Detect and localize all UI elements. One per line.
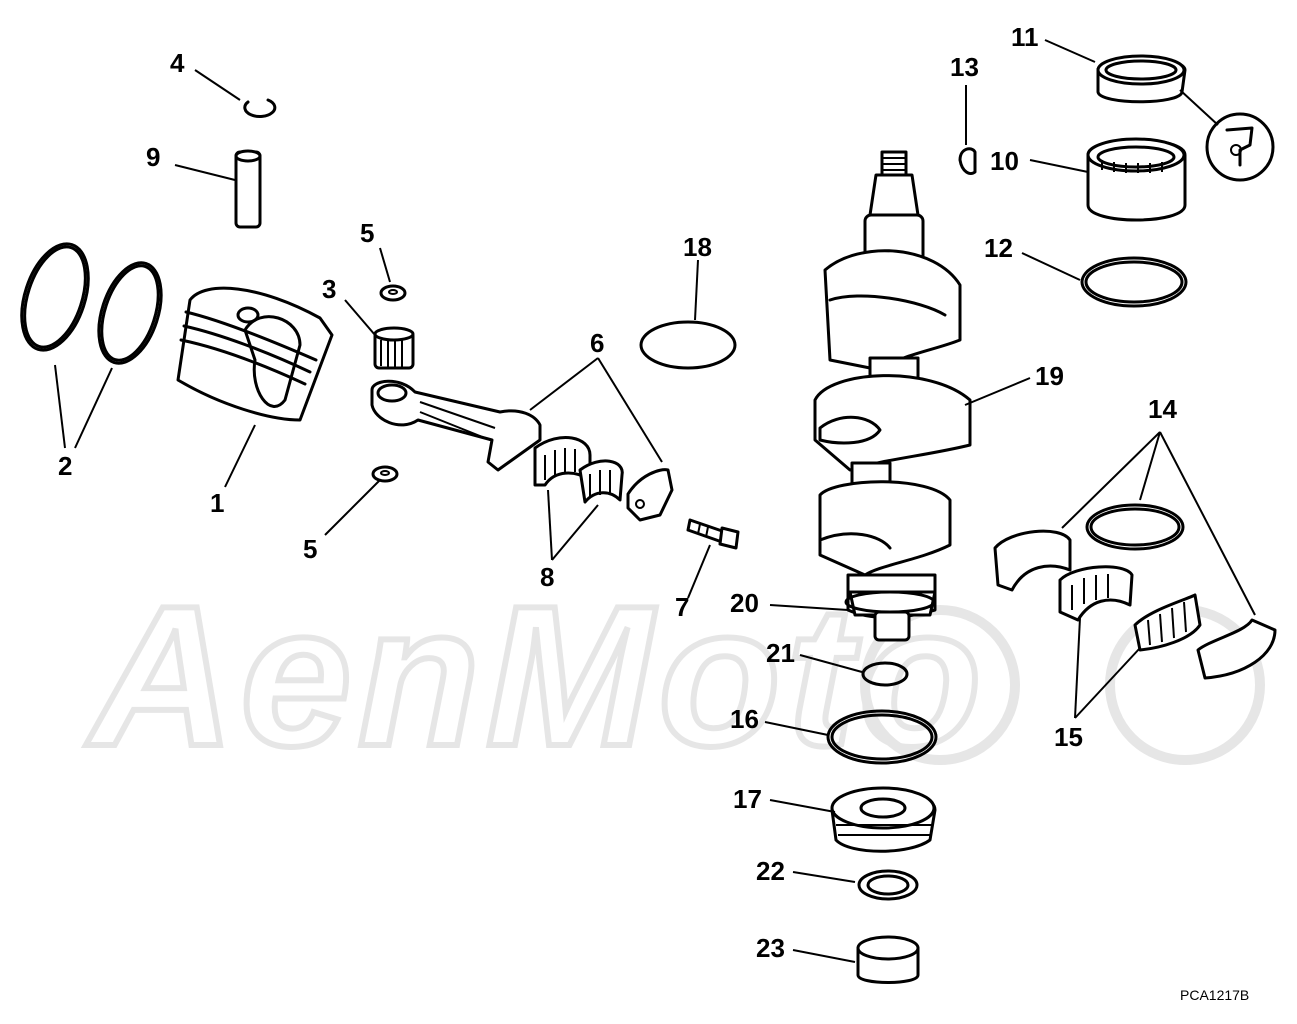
callout-2: 2	[58, 451, 72, 481]
part-6-rod-cap	[626, 468, 674, 522]
part-14-ring	[1085, 503, 1185, 551]
part-11-ring	[1096, 54, 1187, 104]
part-22-seal	[857, 869, 919, 901]
callout-22: 22	[756, 856, 785, 886]
callout-21: 21	[766, 638, 795, 668]
part-17-bearing-housing	[830, 786, 937, 853]
part-15-needle-bearing-left	[1058, 565, 1134, 622]
part-2-piston-rings	[20, 242, 163, 365]
callout-1: 1	[210, 488, 224, 518]
callout-16: 16	[730, 704, 759, 734]
callout-19: 19	[1035, 361, 1064, 391]
callout-7: 7	[675, 592, 689, 622]
part-9-piston-pin	[234, 149, 262, 229]
callout-5-lower: 5	[303, 534, 317, 564]
part-4-circlip	[243, 98, 277, 119]
part-8-rod-bearing-right	[578, 459, 624, 504]
leader-lines	[54, 39, 1256, 963]
part-20-seal-ring	[844, 590, 936, 614]
drawing-code: PCA1217B	[1180, 987, 1249, 1003]
callout-10: 10	[990, 146, 1019, 176]
callout-14: 14	[1148, 394, 1177, 424]
part-1-piston	[176, 286, 334, 422]
part-3-needle-bearing	[373, 326, 415, 370]
callout-4: 4	[170, 48, 185, 78]
callout-3: 3	[322, 274, 336, 304]
part-5-washer-upper	[379, 284, 407, 302]
callout-20: 20	[730, 588, 759, 618]
part-23-sleeve	[856, 935, 920, 984]
callout-12: 12	[984, 233, 1013, 263]
callouts: 4 9 5 3 6 18 2 1 5 8 7 11 13 10 12 19 14…	[58, 22, 1177, 963]
part-6-connecting-rod	[370, 379, 542, 472]
part-21-small-ring	[861, 661, 909, 687]
watermark-text: AenMoto	[85, 565, 987, 788]
part-10-main-bearing	[1086, 137, 1187, 222]
part-16-o-ring	[826, 709, 938, 765]
part-15-needle-bearing-right	[1133, 593, 1202, 652]
callout-23: 23	[756, 933, 785, 963]
callout-18: 18	[683, 232, 712, 262]
callout-11: 11	[1011, 22, 1039, 52]
part-7-bolt	[686, 518, 740, 550]
part-14-bearing-half-right	[1196, 618, 1277, 680]
callout-13: 13	[950, 52, 979, 82]
callout-5-upper: 5	[360, 218, 374, 248]
watermark: AenMoto	[82, 562, 1265, 791]
callout-17: 17	[733, 784, 762, 814]
callout-8: 8	[540, 562, 554, 592]
part-12-ring	[1080, 256, 1188, 308]
part-14-bearing-half-left	[993, 529, 1072, 592]
callout-6: 6	[590, 328, 604, 358]
part-19-crankshaft	[813, 150, 972, 642]
part-5-washer-lower	[371, 465, 399, 483]
part-11-detail-circle	[1205, 112, 1275, 182]
part-18-o-ring	[639, 320, 737, 370]
part-13-key	[958, 147, 977, 175]
callout-15: 15	[1054, 722, 1083, 752]
callout-9: 9	[146, 142, 160, 172]
